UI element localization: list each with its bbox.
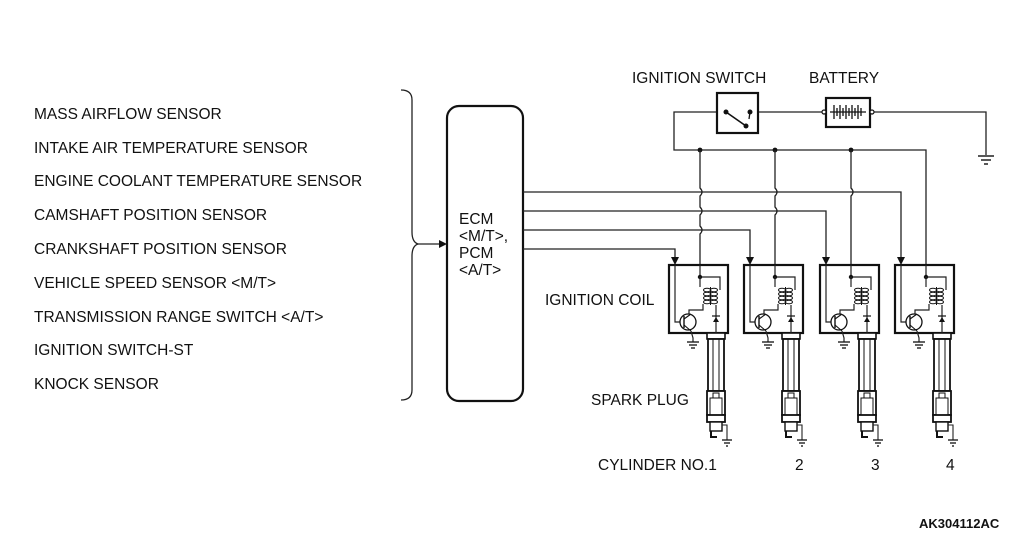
ignition-coils (667, 263, 958, 447)
transistor-icon (905, 313, 923, 332)
sensor-label: MASS AIRFLOW SENSOR (34, 106, 222, 123)
spark-plug-icon (932, 390, 954, 440)
input-brace (400, 89, 421, 401)
spark-plug-icon (781, 390, 803, 440)
cylinder-label: 2 (795, 457, 804, 474)
diode-icon (863, 305, 871, 333)
ecm-box (445, 104, 525, 403)
ecm-label-line: PCM (459, 245, 493, 262)
sensor-label: KNOCK SENSOR (34, 376, 159, 393)
ground-icon (838, 341, 850, 349)
coil-unit (742, 263, 807, 447)
ground-icon (948, 439, 958, 447)
ecm-label-line: <A/T> (459, 262, 501, 279)
transistor-icon (679, 313, 697, 332)
arrowhead-icon (439, 240, 447, 248)
coil-box (893, 263, 956, 335)
ground-icon (797, 439, 807, 447)
transistor-icon (830, 313, 848, 332)
battery-icon (821, 96, 875, 129)
power-wiring (673, 111, 987, 265)
transistor-icon (754, 313, 772, 332)
ground-icon (762, 341, 774, 349)
cylinder-label: 4 (946, 457, 955, 474)
ground-icon (687, 341, 699, 349)
cylinder-label: CYLINDER NO.1 (598, 457, 717, 474)
spark-plug-icon (706, 390, 728, 440)
ecm-signal-wires (523, 191, 905, 265)
diode-icon (938, 305, 946, 333)
spark-plug-label: SPARK PLUG (591, 392, 689, 409)
diode-icon (712, 305, 720, 333)
coil-unit (818, 263, 883, 447)
cylinder-label: 3 (871, 457, 880, 474)
sensor-label: TRANSMISSION RANGE SWITCH <A/T> (34, 309, 323, 326)
coil-winding-icon (703, 287, 718, 305)
spark-plug-icon (857, 390, 879, 440)
sensor-label: CRANKSHAFT POSITION SENSOR (34, 241, 287, 258)
coil-winding-icon (929, 287, 944, 305)
sensor-label: INTAKE AIR TEMPERATURE SENSOR (34, 140, 308, 157)
ecm-label-line: <M/T>, (459, 228, 508, 245)
coil-box (742, 263, 805, 335)
ignition-coil-label: IGNITION COIL (545, 292, 655, 309)
coil-winding-icon (854, 287, 869, 305)
figure-code: AK304112AC (919, 516, 1000, 531)
sensor-label: IGNITION SWITCH-ST (34, 342, 194, 359)
battery-label: BATTERY (809, 70, 879, 87)
ignition-switch-icon (715, 91, 760, 135)
coil-winding-icon (778, 287, 793, 305)
sensor-label: VEHICLE SPEED SENSOR <M/T> (34, 275, 276, 292)
ground-icon (873, 439, 883, 447)
ecm-label-line: ECM (459, 211, 493, 228)
sensor-label: CAMSHAFT POSITION SENSOR (34, 207, 267, 224)
ground-icon (722, 439, 732, 447)
coil-box (667, 263, 730, 335)
coil-unit (667, 263, 732, 447)
sensor-label: ENGINE COOLANT TEMPERATURE SENSOR (34, 173, 362, 190)
ground-icon (913, 341, 925, 349)
coil-unit (893, 263, 958, 447)
diode-icon (787, 305, 795, 333)
coil-box (818, 263, 881, 335)
ground-icon (978, 155, 994, 165)
sensor-list: MASS AIRFLOW SENSOR INTAKE AIR TEMPERATU… (34, 106, 362, 393)
ignition-switch-label: IGNITION SWITCH (632, 70, 766, 87)
coil-power-wires (699, 150, 854, 265)
